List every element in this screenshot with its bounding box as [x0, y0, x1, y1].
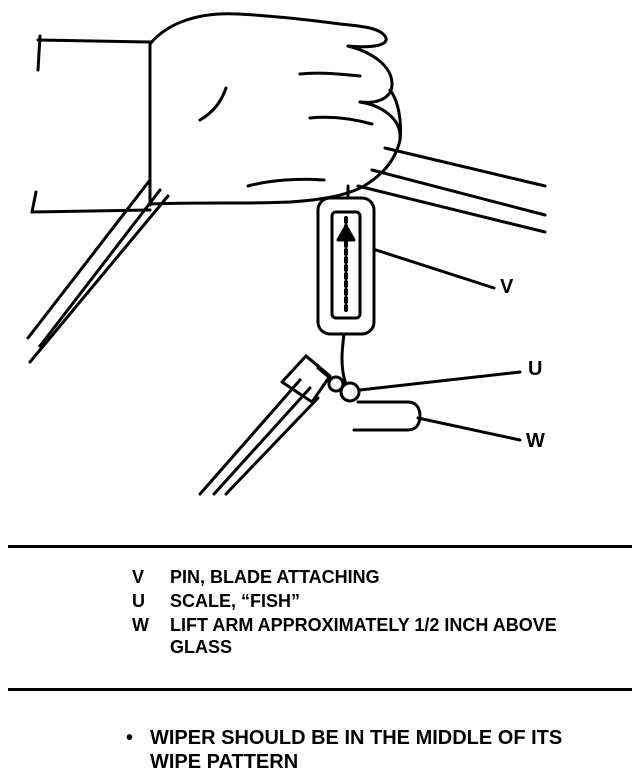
note-text: WIPER SHOULD BE IN THE MIDDLE OF ITS WIP…	[150, 727, 563, 773]
legend-key: V	[132, 567, 145, 587]
legend-row-u: U SCALE, “FISH”	[120, 590, 620, 612]
scale-hook	[340, 332, 348, 386]
glass-edge-right	[356, 146, 547, 234]
legend-row-v: V PIN, BLADE ATTACHING	[120, 566, 620, 588]
note: • WIPER SHOULD BE IN THE MIDDLE OF ITS W…	[126, 726, 606, 774]
lift-arm	[352, 400, 422, 432]
glass-edge-left	[26, 178, 170, 364]
legend-text: SCALE, “FISH”	[170, 591, 301, 611]
legend: V PIN, BLADE ATTACHING U SCALE, “FISH” W…	[120, 566, 620, 660]
wiper-lift-scale-illustration	[26, 12, 547, 496]
leader-lines	[358, 248, 522, 442]
blade-pin	[327, 375, 361, 403]
hand	[148, 12, 402, 206]
legend-key: U	[132, 591, 145, 611]
note-bullet: •	[126, 727, 134, 749]
legend-text: PIN, BLADE ATTACHING	[170, 567, 380, 587]
callout-v: V	[500, 276, 514, 298]
callout-w: W	[526, 430, 545, 452]
divider-bottom	[8, 688, 632, 691]
spring-scale	[316, 196, 376, 336]
legend-row-w: W LIFT ARM APPROXIMATELY 1/2 INCH ABOVE …	[120, 614, 620, 658]
wiper-blade	[198, 354, 332, 496]
divider-top	[8, 545, 632, 548]
legend-key: W	[132, 615, 149, 635]
forearm-sleeve	[30, 34, 152, 214]
legend-text: LIFT ARM APPROXIMATELY 1/2 INCH ABOVE GL…	[170, 615, 557, 657]
callout-u: U	[528, 358, 543, 380]
